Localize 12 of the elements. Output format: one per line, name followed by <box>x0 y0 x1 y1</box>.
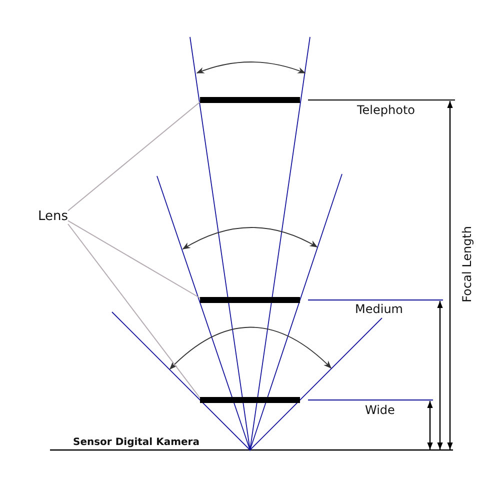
dimension-label: Focal Length <box>460 226 474 302</box>
leader-line <box>68 224 200 398</box>
lens-label: Lens <box>38 208 68 225</box>
leader-line <box>68 102 200 212</box>
lens-type-label: Wide <box>365 403 395 417</box>
lens-bar <box>200 297 300 303</box>
lens-type-label: Medium <box>355 302 403 316</box>
lens-bar <box>200 97 300 103</box>
lens-bar <box>200 397 300 403</box>
sensor-label: Sensor Digital Kamera <box>73 436 200 450</box>
lens-type-label: Telephoto <box>357 103 416 117</box>
leader-line <box>68 220 200 298</box>
